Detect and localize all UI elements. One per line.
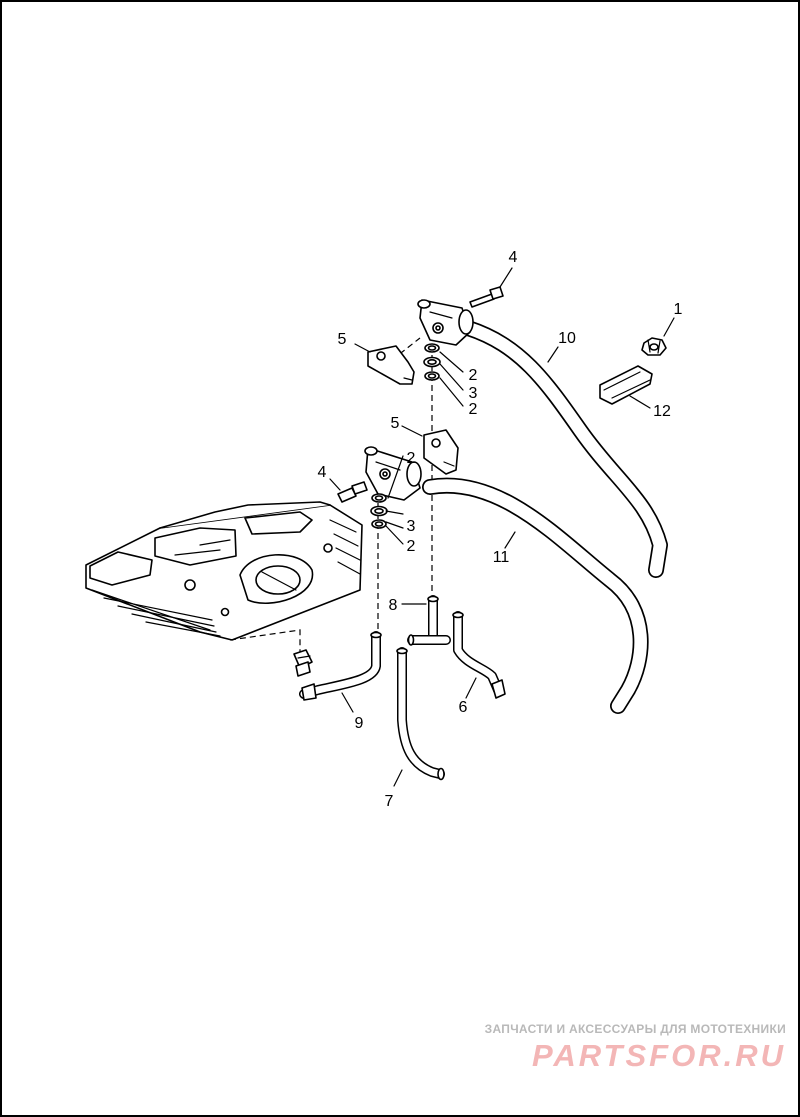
callout-3-lower: 3 xyxy=(407,518,416,535)
callout-10: 10 xyxy=(558,330,576,347)
callout-2-upper-a: 2 xyxy=(469,367,478,384)
bracket-upper xyxy=(367,345,415,385)
callout-labels: 4 5 2 3 2 10 1 12 5 4 2 3 2 11 8 6 9 7 xyxy=(318,249,683,810)
callout-4-upper: 4 xyxy=(509,249,518,266)
tube-6 xyxy=(452,611,506,699)
lower-fitting-assembly xyxy=(364,446,422,501)
screw-upper xyxy=(469,286,504,308)
leader-lines xyxy=(329,267,675,787)
callout-2-upper-b: 2 xyxy=(469,401,478,418)
callout-2-lower-a: 2 xyxy=(407,450,416,467)
watermark-caption: ЗАПЧАСТИ И АКСЕССУАРЫ ДЛЯ МОТОТЕХНИКИ xyxy=(484,1022,786,1036)
tube-7 xyxy=(396,647,445,781)
nut-1 xyxy=(641,337,667,356)
hose-10 xyxy=(460,320,668,578)
callout-1: 1 xyxy=(674,301,683,318)
watermark-logo: PARTSFOR.RU xyxy=(531,1038,786,1073)
bracket-lower xyxy=(423,429,459,475)
callout-4-lower: 4 xyxy=(318,464,327,481)
callout-8: 8 xyxy=(389,597,398,614)
head-nipple-fitting xyxy=(293,649,313,677)
cylinder-head xyxy=(85,501,363,641)
callout-9: 9 xyxy=(355,715,364,732)
tee-fitting-8 xyxy=(407,595,451,646)
tube-9 xyxy=(299,631,382,701)
callout-11: 11 xyxy=(493,549,510,566)
seal-stack-lower xyxy=(370,493,388,529)
callout-5-upper: 5 xyxy=(338,331,347,348)
clip-12 xyxy=(599,365,653,405)
upper-fitting-assembly xyxy=(417,299,474,346)
callout-6: 6 xyxy=(459,699,468,716)
watermark: ЗАПЧАСТИ И АКСЕССУАРЫ ДЛЯ МОТОТЕХНИКИ PA… xyxy=(485,1022,786,1074)
callout-2-lower-b: 2 xyxy=(407,538,416,555)
screw-lower xyxy=(337,481,368,503)
hose-11 xyxy=(422,477,649,714)
callout-12: 12 xyxy=(653,403,671,420)
seal-stack-upper xyxy=(423,343,441,381)
callout-3-upper: 3 xyxy=(469,385,478,402)
callout-7: 7 xyxy=(385,793,394,810)
callout-5-lower: 5 xyxy=(391,415,400,432)
